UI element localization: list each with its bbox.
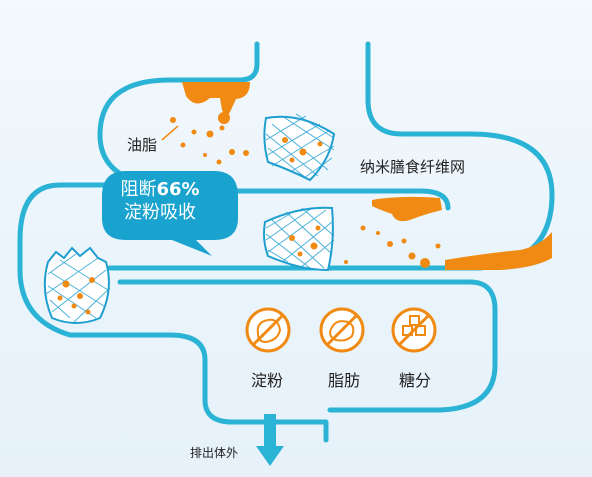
- down-arrow-icon: [256, 414, 284, 466]
- no-starch-icon: [245, 307, 291, 353]
- fiber-net-lower: [263, 206, 335, 272]
- sugar-label: 糖分: [398, 371, 431, 390]
- fat-label-2: 脂肪: [327, 371, 360, 390]
- bubble-block-suffix: 淀粉吸收: [124, 202, 196, 223]
- no-fat-icon: [319, 307, 365, 353]
- no-sugar-icon: [391, 307, 437, 353]
- fiber-net-label: 纳米膳食纤维网: [360, 158, 466, 176]
- fat-label: 油脂: [127, 136, 158, 154]
- fat-blobs-right: [344, 196, 552, 270]
- fat-pointer-line: [161, 125, 179, 141]
- fat-pool-right: [445, 232, 552, 270]
- bubble-block-percent: 66%: [156, 179, 200, 200]
- fiber-net-upper: [263, 113, 336, 182]
- bubble-block-prefix: 阻断: [120, 179, 157, 200]
- intestine-outer-wall: [17, 41, 329, 443]
- fiber-bundle-left: [43, 246, 111, 324]
- bubble-text: 阻断66% 淀粉吸收: [100, 178, 220, 236]
- intestine-lower-wall: [117, 279, 498, 413]
- intestine-middle-wall: [219, 188, 451, 211]
- excrete-label: 排出体外: [190, 446, 239, 460]
- starch-label: 淀粉: [250, 371, 283, 390]
- speech-bubble: [102, 171, 238, 256]
- fat-drips-top: [170, 82, 250, 165]
